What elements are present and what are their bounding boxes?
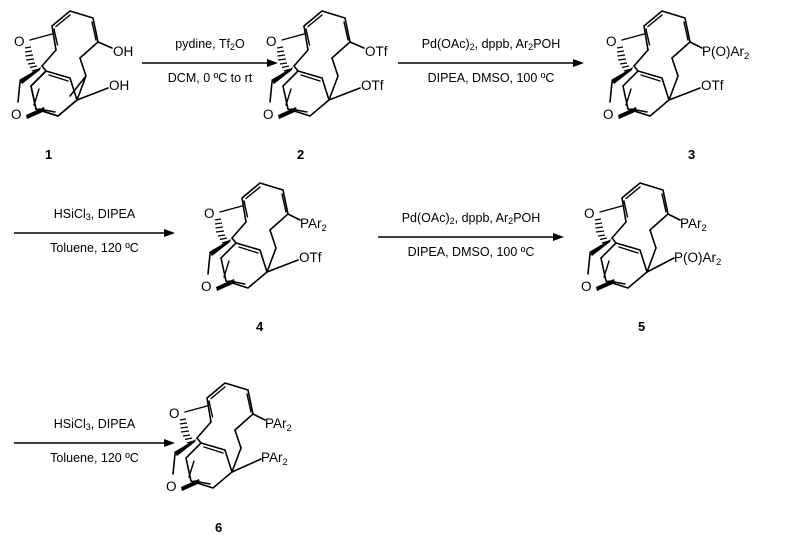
conditions-line-3: Toluene, 120 ºC (50, 241, 139, 255)
oxygen-label: O (606, 34, 617, 49)
structure-compound-5: O O PAr2 P(O)Ar2 (570, 176, 795, 321)
oxygen-label-2: O (263, 107, 274, 122)
hydroxyl-label-top: OH (113, 44, 133, 59)
oxygen-label-2: O (201, 279, 212, 294)
conditions-line-5: Toluene, 120 ºC (50, 451, 139, 465)
oxygen-label: O (584, 206, 595, 221)
compound-label-2: 2 (297, 147, 305, 162)
phosphine-label-top: PAr2 (300, 216, 327, 234)
conditions-line-2: DIPEA, DMSO, 100 ºC (427, 71, 555, 85)
compound-label-4: 4 (256, 319, 264, 334)
hydroxyl-label-bottom: OH (109, 78, 129, 93)
phosphine-label-top: PAr2 (265, 416, 292, 434)
oxygen-label: O (266, 34, 277, 49)
structure-compound-3: O O P(O)Ar2 OTf (592, 4, 797, 149)
reagents-line-1: pydine, Tf2O (175, 37, 245, 52)
phosphine-oxide-label-top: P(O)Ar2 (702, 44, 749, 62)
structure-compound-4: O O PAr2 OTf (190, 176, 370, 321)
oxygen-label-2: O (603, 107, 614, 122)
phosphine-label-bottom: PAr2 (261, 450, 288, 468)
phosphine-oxide-label-bottom: P(O)Ar2 (674, 250, 721, 268)
compound-label-6: 6 (215, 520, 223, 535)
triflate-label-top: OTf (365, 44, 388, 59)
oxygen-label-2: O (581, 279, 592, 294)
phosphine-label-top: PAr2 (680, 216, 707, 234)
compound-label-3: 3 (688, 147, 696, 162)
conditions-line-1: DCM, 0 ºC to rt (167, 71, 253, 85)
oxygen-label: O (169, 406, 180, 421)
compound-label-5: 5 (638, 319, 646, 334)
structure-compound-2: O O OTf OTf (252, 4, 412, 149)
reagents-line-2: Pd(OAc)2, dppb, Ar2POH (421, 37, 561, 52)
triflate-label-bottom: OTf (299, 250, 322, 265)
triflate-label-bottom: OTf (361, 78, 384, 93)
compound-label-1: 1 (45, 147, 53, 162)
reagents-line-5: HSiCl3, DIPEA (53, 417, 136, 432)
oxygen-label: O (204, 206, 215, 221)
oxygen-label: O (14, 34, 25, 49)
structure-compound-1: O O OH OH (0, 4, 150, 149)
oxygen-label-2: O (11, 107, 22, 122)
reagents-line-4: Pd(OAc)2, dppb, Ar2POH (401, 211, 541, 226)
structure-compound-6: O O PAr2 PAr2 (155, 376, 345, 521)
triflate-label-bottom: OTf (701, 78, 724, 93)
oxygen-label-2: O (166, 479, 177, 494)
conditions-line-4: DIPEA, DMSO, 100 ºC (407, 245, 535, 259)
reagents-line-3: HSiCl3, DIPEA (53, 207, 136, 222)
